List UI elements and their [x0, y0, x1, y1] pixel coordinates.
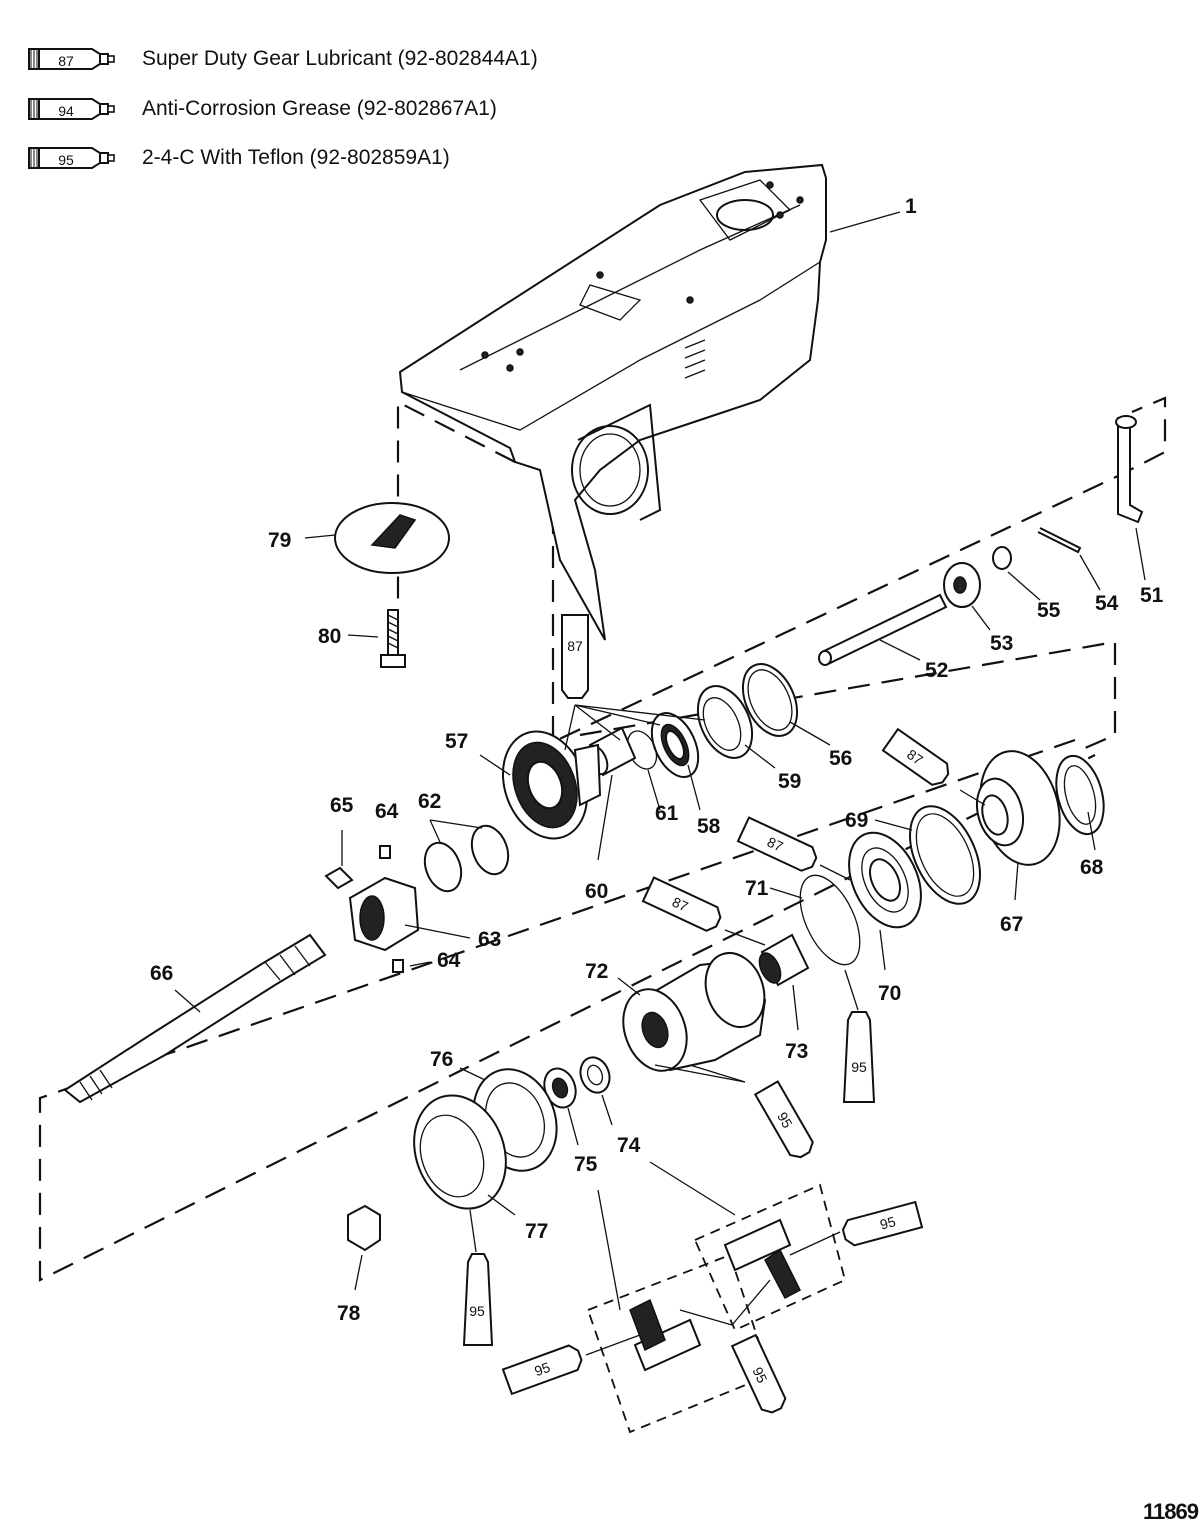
thrust-hub [579, 1056, 613, 1126]
cotter-pin [1037, 527, 1101, 591]
callout-76: 76 [430, 1048, 453, 1071]
propeller-shaft [63, 933, 327, 1104]
callout-64: 64 [375, 800, 399, 823]
callout-51: 51 [1140, 584, 1164, 607]
legend-item-anti-corrosion-grease: Anti-Corrosion Grease (92-802867A1) [28, 92, 497, 126]
lubricant-tube-icon: 87 [561, 614, 706, 751]
callout-67: 67 [1000, 913, 1023, 936]
callout-66: 66 [150, 962, 173, 985]
legend-text: Anti-Corrosion Grease (92-802867A1) [142, 97, 497, 120]
legend-item-2-4-c-teflon: 2-4-C With Teflon (92-802859A1) [28, 141, 450, 175]
lubricant-tube-icon: 95 [462, 1209, 494, 1346]
callout-53: 53 [990, 632, 1013, 655]
callout-64: 64 [437, 949, 461, 972]
o-ring [769, 874, 861, 966]
callout-80: 80 [318, 625, 341, 648]
tube-label: 95 [774, 1109, 796, 1131]
lubricant-tube-icon: 95 [730, 1333, 787, 1414]
callout-73: 73 [785, 1040, 808, 1063]
legend-text: Super Duty Gear Lubricant (92-802844A1) [142, 47, 538, 70]
lubricant-tube-icon: 87 [881, 727, 950, 786]
bearing-race [696, 685, 776, 769]
assembly-guide-lines [38, 396, 1167, 1282]
cover-nut [413, 1094, 516, 1216]
anode-plate [304, 502, 450, 574]
tube-label: 95 [469, 1303, 485, 1319]
anode-screw [347, 609, 406, 668]
propeller-nut [347, 1204, 381, 1291]
lubricant-tube-icon [28, 98, 115, 120]
callout-1: 1 [905, 195, 917, 218]
legend-code: 94 [58, 103, 74, 119]
legend-item-gear-lubricant: Super Duty Gear Lubricant (92-802844A1) [28, 42, 538, 76]
tube-label: 87 [765, 834, 786, 855]
shift-bushing [992, 546, 1041, 601]
lubricant-tube-icon: 87 [736, 816, 818, 872]
legend-code: 95 [58, 152, 74, 168]
tab-washer [543, 1067, 579, 1146]
callout-62: 62 [418, 790, 441, 813]
tube-label: 95 [878, 1213, 897, 1233]
legend-code: 87 [58, 53, 74, 69]
callout-65: 65 [330, 794, 354, 817]
lubricant-tube-icon: 95 [842, 969, 876, 1103]
legend-text: 2-4-C With Teflon (92-802859A1) [142, 146, 450, 169]
lubricant-tube-icon: 95 [501, 1344, 583, 1396]
clutch-pin [324, 830, 354, 890]
reverse-gear [975, 750, 1061, 901]
carrier-needle-bearing [758, 933, 810, 1031]
callout-60: 60 [585, 880, 608, 903]
callout-71: 71 [745, 877, 769, 900]
oil-seal [1055, 754, 1105, 851]
thrust-washer-reverse [874, 805, 981, 905]
shift-cam [943, 562, 991, 631]
shim-ring [741, 663, 831, 746]
tube-label: 95 [749, 1365, 770, 1386]
callout-61: 61 [655, 802, 679, 825]
tube-label: 95 [851, 1059, 867, 1075]
callout-52: 52 [925, 659, 948, 682]
callout-59: 59 [778, 770, 801, 793]
set-screw [379, 845, 431, 973]
lubricant-tube-icon: 95 [841, 1200, 924, 1247]
lubricant-tube-icon: 87 [641, 876, 722, 932]
bearing-carrier [617, 952, 767, 1072]
callout-77: 77 [525, 1220, 548, 1243]
tapered-roller-bearing [650, 712, 701, 811]
sliding-clutch [348, 876, 471, 952]
callout-54: 54 [1095, 592, 1119, 615]
lubricant-tube-icon: 95 [753, 1080, 814, 1159]
callout-72: 72 [585, 960, 608, 983]
tube-label: 87 [670, 894, 691, 915]
lubricant-tube-icon [28, 147, 115, 169]
tube-label: 95 [532, 1359, 552, 1379]
gear-housing [398, 163, 901, 641]
retainer-rings [423, 819, 510, 893]
shift-shaft [818, 593, 948, 666]
callout-78: 78 [337, 1302, 361, 1325]
shift-link [1115, 415, 1146, 581]
detail-box-lower [586, 1189, 772, 1434]
callout-75: 75 [574, 1153, 598, 1176]
callout-69: 69 [845, 809, 868, 832]
callout-70: 70 [878, 982, 901, 1005]
lubricant-tube-icon [28, 48, 115, 70]
callout-56: 56 [829, 747, 852, 770]
callout-74: 74 [617, 1134, 641, 1157]
detail-box-upper [649, 1161, 847, 1332]
forward-gear [479, 730, 602, 840]
tube-label: 87 [567, 638, 583, 654]
callout-55: 55 [1037, 599, 1061, 622]
legend-codes: 87 94 95 [58, 53, 74, 168]
callout-labels: 1 51 52 53 54 55 56 57 58 59 60 61 62 63… [150, 195, 1164, 1325]
callout-79: 79 [268, 529, 291, 552]
callout-58: 58 [697, 815, 721, 838]
figure-id: 11869 [1143, 1499, 1199, 1524]
ball-bearing [848, 831, 922, 971]
callout-68: 68 [1080, 856, 1104, 879]
callout-57: 57 [445, 730, 468, 753]
callout-63: 63 [478, 928, 501, 951]
